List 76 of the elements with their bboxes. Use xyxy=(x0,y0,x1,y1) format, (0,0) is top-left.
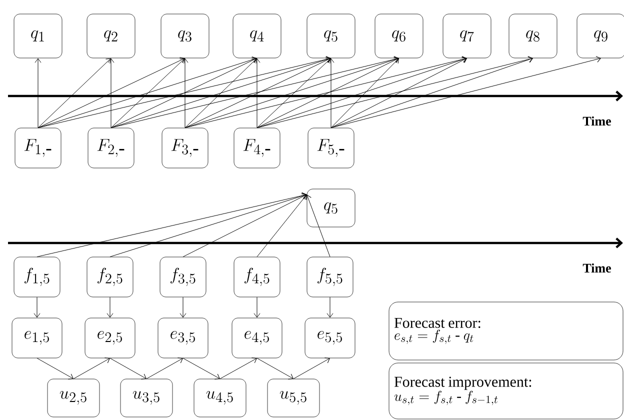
arrow xyxy=(330,56,533,128)
arrow xyxy=(256,58,331,128)
arrow xyxy=(256,57,399,128)
quantity-box: $q_{2}$ xyxy=(86,14,136,58)
forecast-box: $f_{5,5}$ xyxy=(306,256,354,298)
forecast-box: $f_{1,5}$ xyxy=(14,256,60,298)
forecast-box: $f_{4,5}$ xyxy=(234,256,280,298)
improvement-box: $u_{4,5}$ xyxy=(194,378,246,418)
quantity-box: $q_{5}$ xyxy=(306,14,356,58)
arrow xyxy=(182,194,307,258)
arrow xyxy=(305,194,330,258)
definition-box: Forecast error: $e_{s,t}= f_{s,t} \mbox{ - } q_{t}$ xyxy=(388,302,624,360)
arrow xyxy=(110,56,331,128)
arrow xyxy=(34,58,42,128)
arrow xyxy=(106,296,114,318)
axis-label: Time xyxy=(582,116,611,126)
error-box: $e_{5,5}$ xyxy=(304,318,356,358)
arrow xyxy=(38,56,331,128)
arrow xyxy=(110,58,185,128)
error-box: $e_{4,5}$ xyxy=(232,318,282,358)
arrow xyxy=(330,57,467,128)
improvement-box: $u_{5,5}$ xyxy=(267,378,320,418)
arrow xyxy=(184,58,257,128)
arrow xyxy=(146,358,183,380)
arrow xyxy=(254,296,260,318)
arrow xyxy=(326,296,334,318)
forecast-box: $f_{2,5}$ xyxy=(86,256,134,298)
arrow xyxy=(110,57,257,128)
arrow xyxy=(256,56,533,128)
arrow xyxy=(38,57,185,128)
forecast-set-box: $F_{1,\mbox{-}}$ xyxy=(14,128,62,168)
arrow xyxy=(108,58,114,128)
arrow xyxy=(184,57,331,128)
arrow xyxy=(220,357,257,380)
arrow xyxy=(328,58,334,128)
arrow xyxy=(34,296,40,318)
error-box: $e_{3,5}$ xyxy=(158,318,208,358)
quantity-box: $q_{1}$ xyxy=(14,14,62,58)
forecast-set-box: $F_{2,\mbox{-}}$ xyxy=(88,128,134,168)
arrow xyxy=(184,56,399,128)
arrow xyxy=(256,194,307,258)
arrow xyxy=(110,56,399,128)
definition-box: Forecast improvement: $u_{s,t}= f_{s,t} \mbox{ - } f_{s-1,t}$ xyxy=(388,362,624,420)
arrow xyxy=(73,358,110,380)
arrow xyxy=(330,58,399,128)
improvement-box: $u_{2,5}$ xyxy=(47,378,100,418)
forecast-set-box: $F_{3,\mbox{-}}$ xyxy=(162,128,208,168)
quantity-box: $q_{5}$ xyxy=(306,188,356,228)
quantity-box: $q_{4}$ xyxy=(232,14,282,58)
arrow xyxy=(36,358,74,380)
arrow xyxy=(180,296,186,318)
error-box: $e_{2,5}$ xyxy=(84,318,136,358)
quantity-box: $q_{3}$ xyxy=(160,14,210,58)
arrow xyxy=(38,58,111,128)
quantity-box: $q_{7}$ xyxy=(442,14,492,58)
quantity-box: $q_{8}$ xyxy=(508,14,558,58)
arrow xyxy=(256,56,467,128)
quantity-box: $q_{6}$ xyxy=(374,14,424,58)
axis-label: Time xyxy=(582,263,611,273)
improvement-box: $u_{3,5}$ xyxy=(120,378,173,418)
arrow xyxy=(293,358,330,380)
arrow xyxy=(182,358,220,380)
arrow xyxy=(110,358,146,380)
arrow xyxy=(330,56,601,128)
quantity-box: $q_{9}$ xyxy=(576,14,624,58)
arrow xyxy=(182,58,188,128)
arrow xyxy=(38,56,257,128)
arrow xyxy=(184,56,467,128)
arrow xyxy=(256,358,294,380)
forecast-set-box: $F_{4,\mbox{-}}$ xyxy=(234,128,280,168)
error-box: $e_{1,5}$ xyxy=(12,318,62,358)
arrow xyxy=(254,58,260,128)
arrow xyxy=(36,192,307,258)
forecast-set-box: $F_{5,\mbox{-}}$ xyxy=(308,128,354,168)
forecast-box: $f_{3,5}$ xyxy=(160,256,206,298)
arrow xyxy=(110,192,307,258)
